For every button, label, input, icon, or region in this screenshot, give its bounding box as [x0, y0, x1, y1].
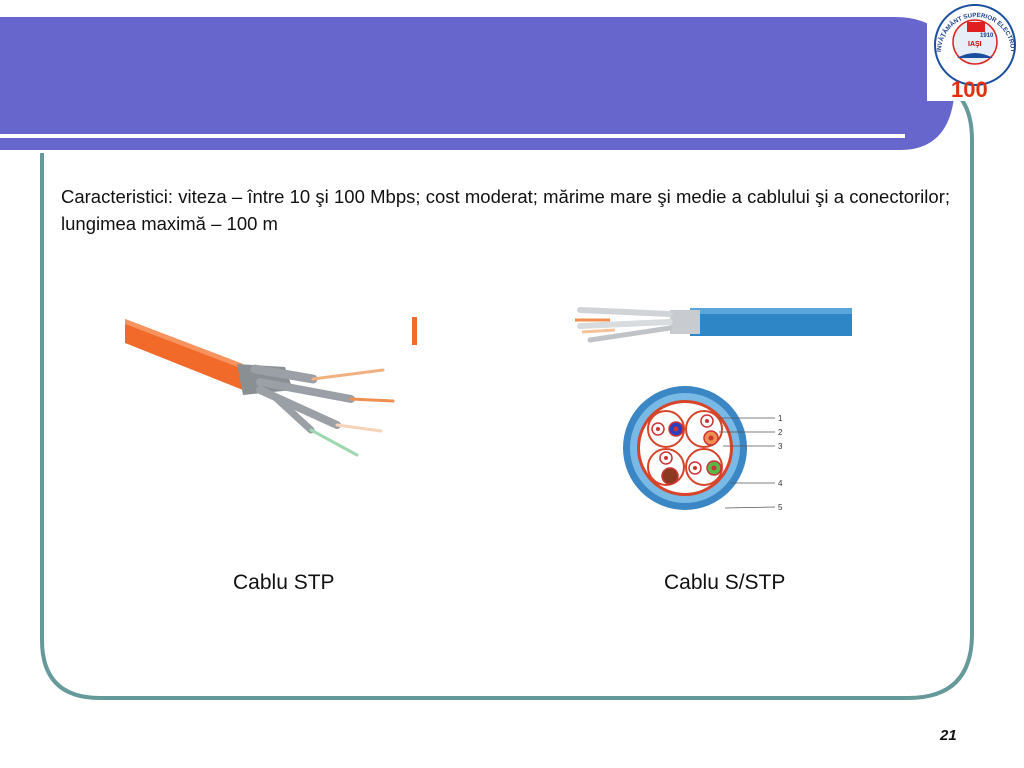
layer-label-5: 5: [778, 503, 783, 512]
layer-label-1: 1: [778, 414, 783, 423]
logo-centenary: 100: [951, 77, 988, 101]
layer-label-4: 4: [778, 479, 783, 488]
sstp-caption: Cablu S/STP: [664, 571, 786, 594]
layer-label-3: 3: [778, 442, 783, 451]
page-number: 21: [940, 727, 957, 744]
header-band: [0, 17, 955, 150]
content-frame: [40, 93, 974, 700]
sstp-cross-section-diagram: 1 2 3 4 5: [615, 380, 795, 525]
logo-city: IAŞI: [968, 41, 982, 48]
logo-year: 1910: [980, 33, 994, 39]
stp-cable-image: [125, 287, 417, 482]
sstp-cable-side-image: [570, 290, 852, 350]
stp-caption: Cablu STP: [233, 571, 335, 594]
university-logo: ÎNVĂŢĂMÂNT SUPERIOR ELECTROTEHNIC ÎN ROM…: [924, 0, 1020, 102]
layer-label-2: 2: [778, 428, 783, 437]
body-text: Caracteristici: viteza – între 10 şi 100…: [61, 186, 950, 234]
